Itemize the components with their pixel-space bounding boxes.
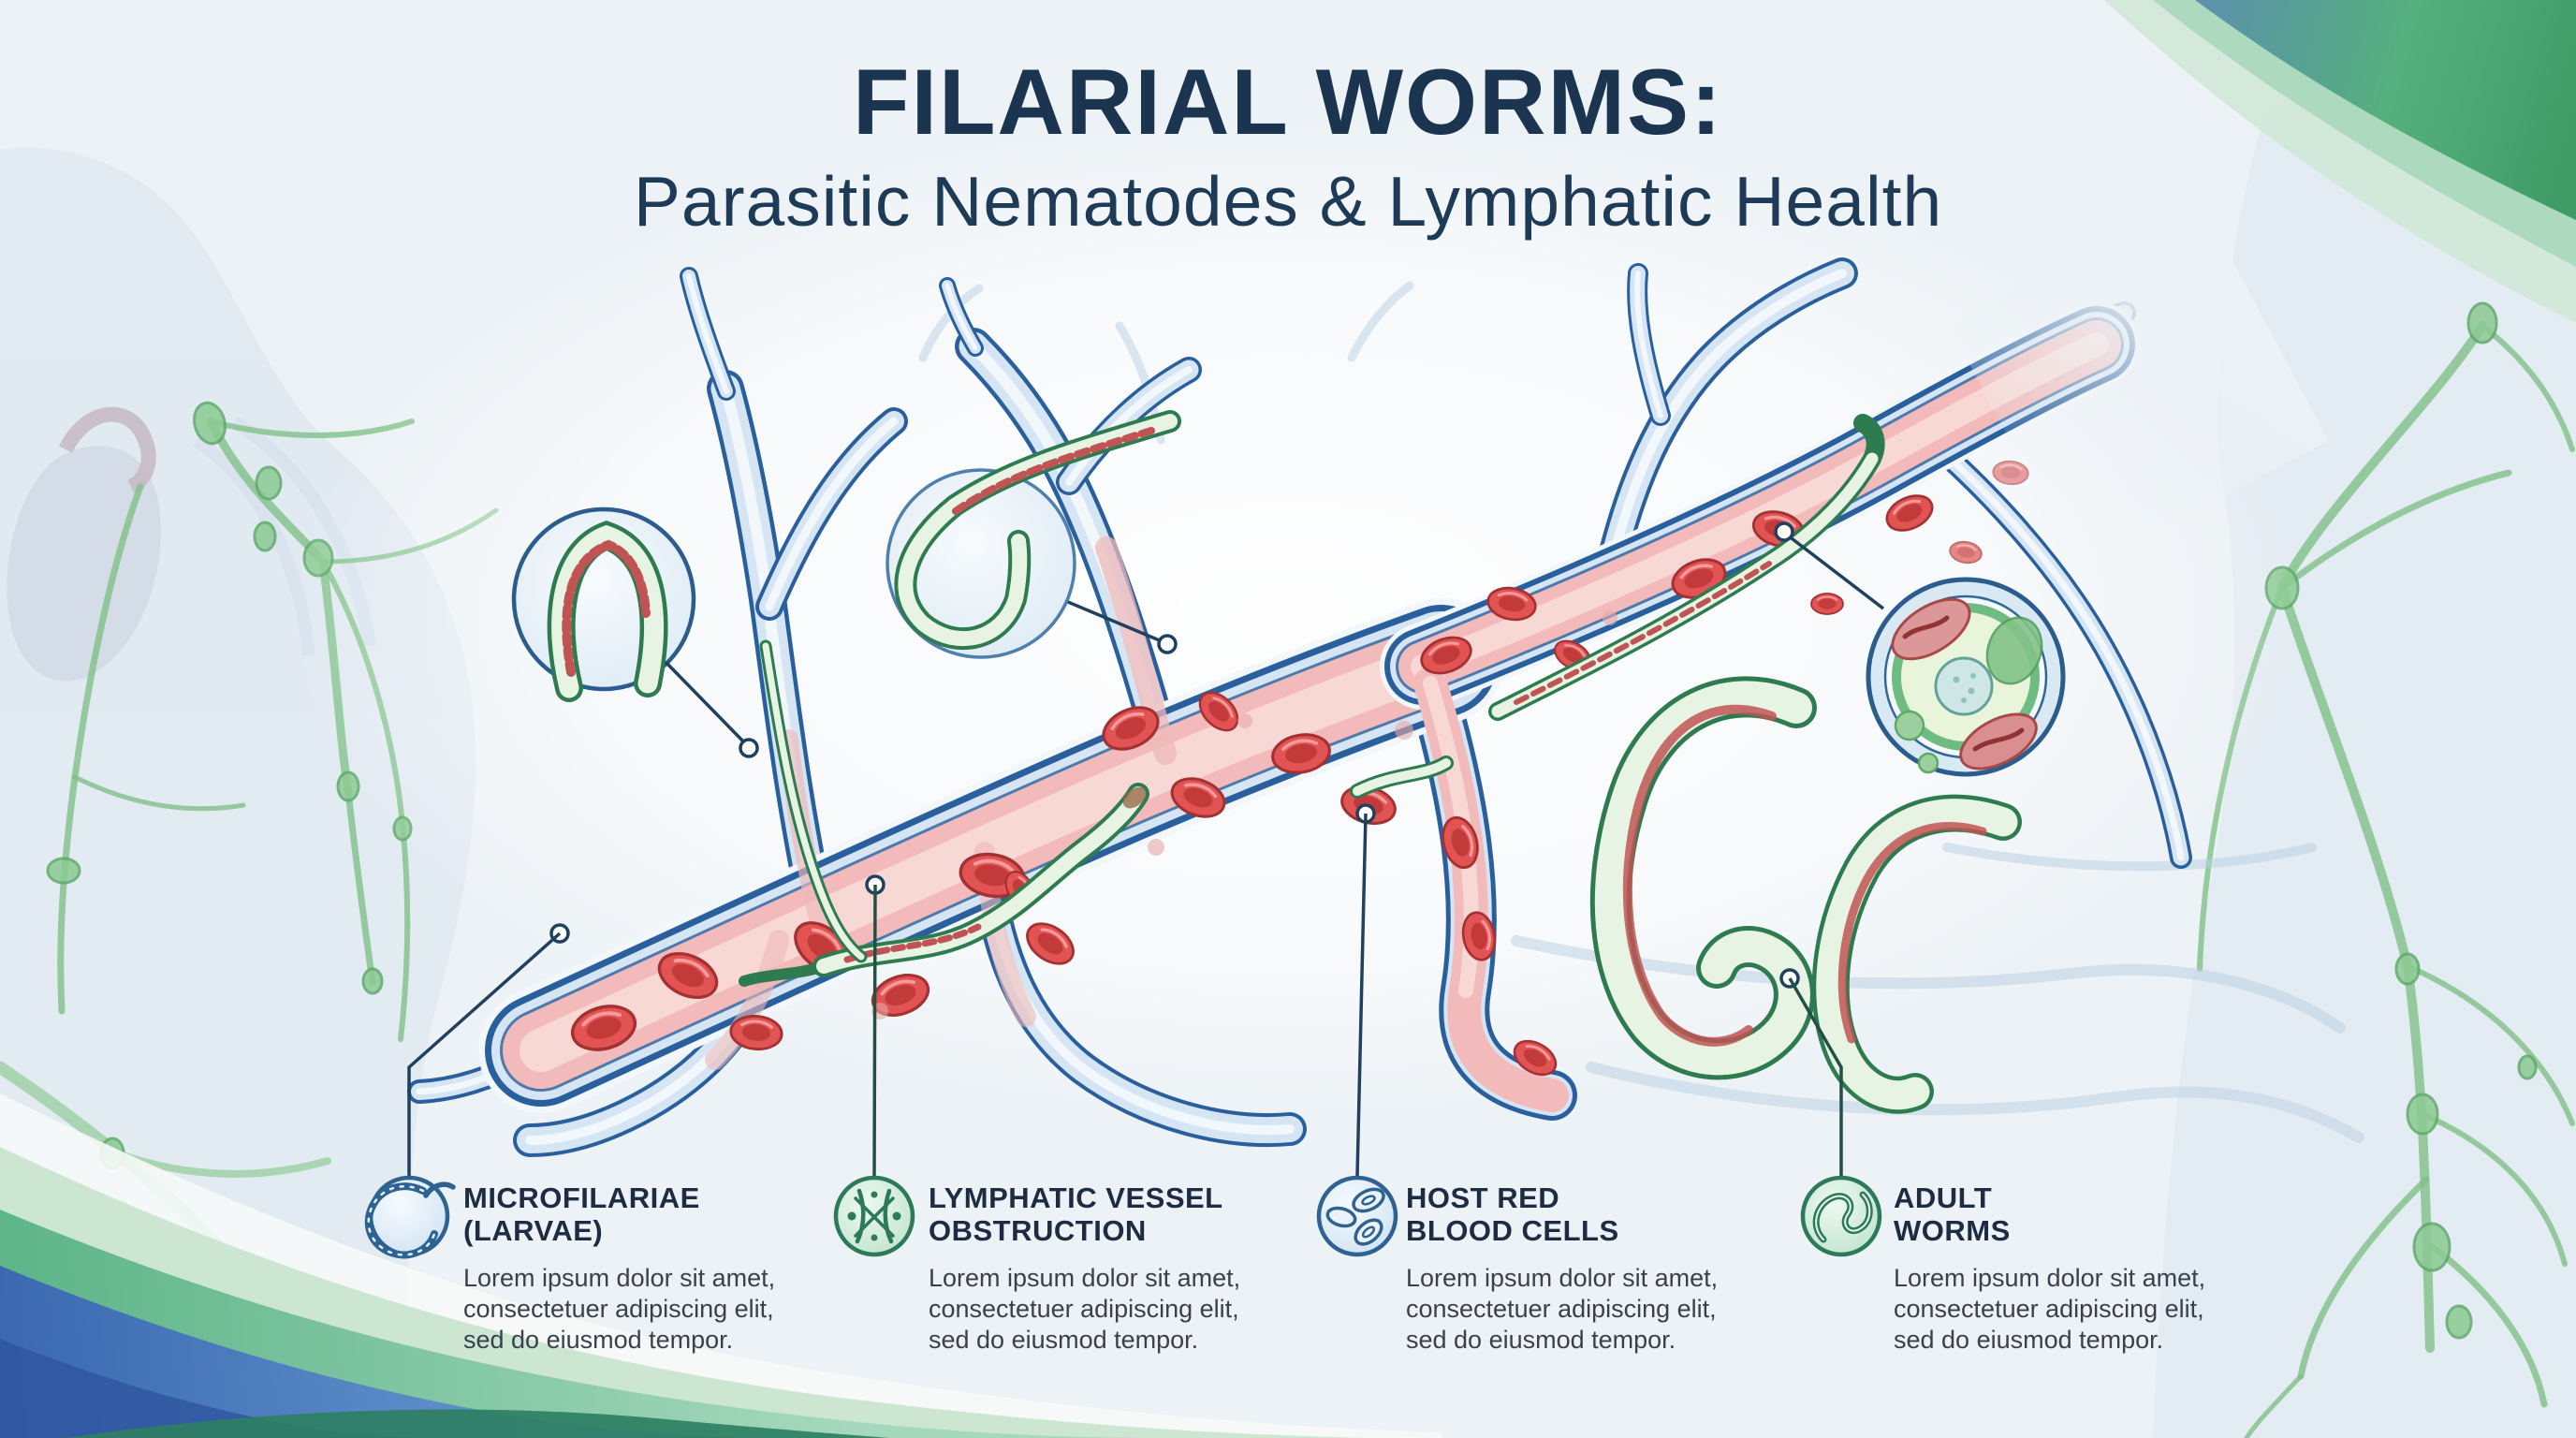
item-heading-line: LYMPHATIC VESSEL: [929, 1181, 1223, 1214]
corner-wave-top-right: [2104, 0, 2576, 323]
adult-worms: [1589, 676, 2022, 1114]
legend-item-microfilariae: MICROFILARIAE (LARVAE) Lorem ipsum dolor…: [463, 1181, 791, 1356]
corner-wave-bottom-left: [0, 1093, 1442, 1438]
callout-worm: [886, 410, 1181, 659]
item-body-line: consectetuer adipiscing elit,: [1406, 1295, 1717, 1323]
faint-branches: [918, 281, 2364, 1143]
callout-cross-section: [1774, 521, 2066, 777]
vessel-obstruction-icon: [833, 1175, 915, 1257]
item-heading-line: HOST RED: [1406, 1181, 1560, 1214]
item-body-line: Lorem ipsum dolor sit amet,: [463, 1264, 776, 1292]
item-body-line: consectetuer adipiscing elit,: [1894, 1295, 2204, 1323]
microfilariae-worms: [739, 414, 1885, 987]
heart-shape: [7, 446, 161, 682]
item-body-line: Lorem ipsum dolor sit amet,: [1894, 1264, 2206, 1292]
item-heading-line: WORMS: [1894, 1214, 2011, 1247]
red-blood-cells-icon: [1316, 1175, 1398, 1257]
item-body-line: Lorem ipsum dolor sit amet,: [929, 1264, 1241, 1292]
page-subtitle: Parasitic Nematodes & Lymphatic Health: [633, 162, 1943, 241]
item-heading-line: BLOOD CELLS: [1406, 1214, 1619, 1247]
page-title: FILARIAL WORMS:: [852, 50, 1724, 154]
item-body-line: sed do eiusmod tempor.: [463, 1326, 734, 1354]
main-vessel: [541, 192, 2329, 1095]
legend-item-red-blood-cells: HOST RED BLOOD CELLS Lorem ipsum dolor s…: [1406, 1181, 1734, 1356]
header: FILARIAL WORMS: Parasitic Nematodes & Ly…: [0, 49, 2576, 242]
item-body-line: consectetuer adipiscing elit,: [463, 1295, 774, 1323]
item-body-line: sed do eiusmod tempor.: [929, 1326, 1199, 1354]
item-heading-line: (LARVAE): [463, 1214, 604, 1247]
callout-microfilaria: [511, 506, 759, 758]
item-body-line: consectetuer adipiscing elit,: [929, 1295, 1239, 1323]
legend-item-obstruction: LYMPHATIC VESSEL OBSTRUCTION Lorem ipsum…: [929, 1181, 1256, 1356]
item-body-line: sed do eiusmod tempor.: [1406, 1326, 1676, 1354]
item-heading-line: MICROFILARIAE: [463, 1181, 700, 1214]
item-heading-line: OBSTRUCTION: [929, 1214, 1147, 1247]
larvae-icon: [364, 1175, 456, 1259]
item-body-line: Lorem ipsum dolor sit amet,: [1406, 1264, 1719, 1292]
legend-item-adult-worms: ADULT WORMS Lorem ipsum dolor sit amet, …: [1894, 1181, 2221, 1356]
item-body-line: sed do eiusmod tempor.: [1894, 1326, 2164, 1354]
adult-worms-icon: [1800, 1175, 1882, 1257]
leader-lines: [407, 803, 1843, 1177]
item-heading-line: ADULT: [1894, 1181, 1993, 1214]
